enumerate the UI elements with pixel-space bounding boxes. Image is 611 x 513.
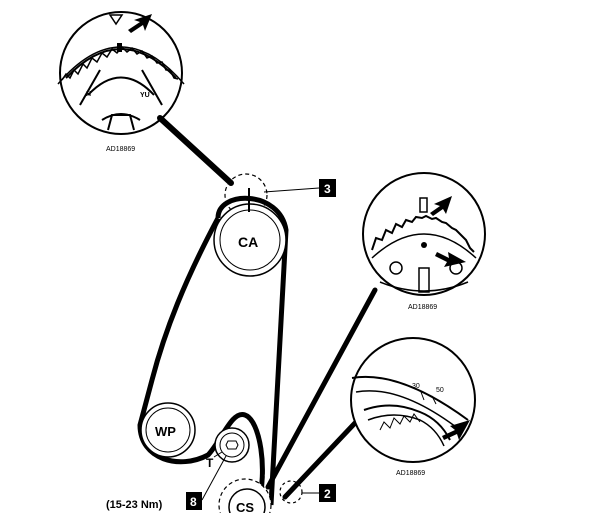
arrow-icon-upper <box>430 196 452 216</box>
cam-mark-left-label: H <box>86 91 91 98</box>
camshaft-pulley: CA <box>213 188 287 277</box>
crank-sprocket-inset <box>362 172 486 296</box>
tensioner-pulley: T <box>206 427 250 470</box>
tensioner-label: T <box>206 456 214 470</box>
cam-inset-code: AD18869 <box>106 146 135 153</box>
belt-mark-a: 30 <box>412 383 420 390</box>
water-pump-pulley: WP <box>140 402 196 458</box>
timing-belt <box>137 195 289 506</box>
crankshaft-label: CS <box>236 500 254 513</box>
belt-mark-b: 50 <box>436 387 444 394</box>
callout-2: 2 <box>324 487 331 501</box>
water-pump-label: WP <box>155 424 176 439</box>
arrow-icon <box>128 14 152 33</box>
torque-spec: (15-23 Nm) <box>106 499 163 511</box>
callout-3: 3 <box>324 182 331 196</box>
crankshaft-pulley: CS <box>218 478 272 513</box>
arrow-icon-lower <box>435 252 466 267</box>
arrow-icon-belt <box>442 420 470 440</box>
crank-detail-circle <box>279 480 303 504</box>
camshaft-sprocket-inset: H YU <box>57 11 185 135</box>
crank-inset-code: AD18869 <box>408 304 437 311</box>
callout-8: 8 <box>190 495 197 509</box>
camshaft-detail-circle <box>224 173 268 217</box>
belt-inset-code: AD18869 <box>396 470 425 477</box>
belt-section-inset: 30 50 <box>350 337 476 463</box>
cam-mark-right-label: YU <box>140 92 150 99</box>
camshaft-label: CA <box>238 234 258 250</box>
timing-mark-triangle-icon <box>108 14 124 26</box>
